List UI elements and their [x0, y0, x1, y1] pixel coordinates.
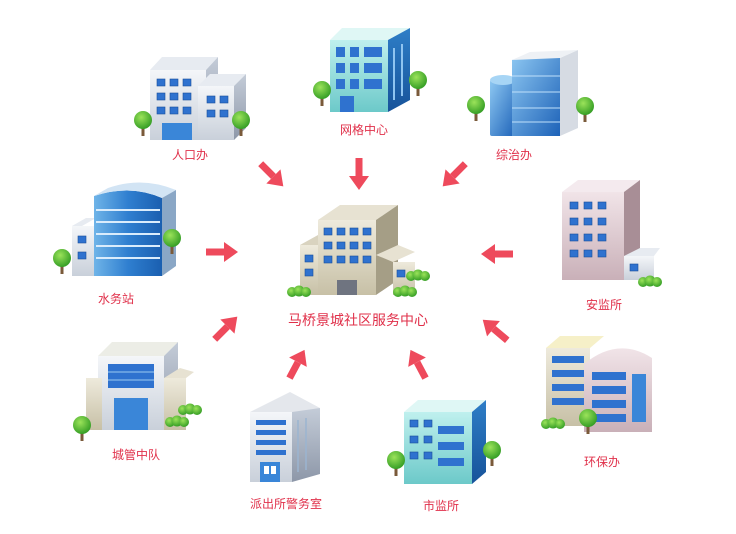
center-label: 马桥景城社区服务中心 [288, 313, 428, 329]
arrow-from-governance [442, 161, 468, 187]
environment-office-building-icon [541, 336, 652, 434]
arrow-from-safety [481, 244, 513, 264]
arrow-from-environment [482, 319, 510, 343]
governance-office-label: 综治办 [496, 147, 532, 162]
arrow-from-grid [349, 158, 369, 190]
environment-office-label: 环保办 [584, 454, 620, 469]
water-station-label: 水务站 [98, 291, 134, 306]
population-office-label: 人口办 [172, 147, 208, 162]
police-office-building-icon [250, 392, 320, 482]
grid-center-building-icon [313, 28, 427, 112]
market-supervision-label: 市监所 [423, 498, 459, 513]
water-station-building-icon [53, 182, 181, 276]
population-office-building-icon [134, 57, 250, 140]
arrow-from-water [206, 242, 238, 262]
urban-management-label: 城管中队 [112, 447, 160, 462]
market-supervision-building-icon [387, 400, 501, 484]
arrow-from-police [286, 349, 307, 380]
arrow-from-population [258, 161, 284, 187]
urban-management-building-icon [73, 342, 202, 441]
governance-office-building-icon [467, 50, 594, 136]
arrow-from-urban [212, 316, 238, 342]
grid-center-label: 网格中心 [340, 122, 388, 137]
safety-office-label: 安监所 [586, 297, 622, 312]
center-building-icon [287, 205, 430, 297]
arrows [206, 158, 513, 380]
safety-office-building-icon [562, 180, 662, 287]
police-office-label: 派出所警务室 [250, 496, 322, 511]
arrow-from-market [408, 349, 429, 380]
